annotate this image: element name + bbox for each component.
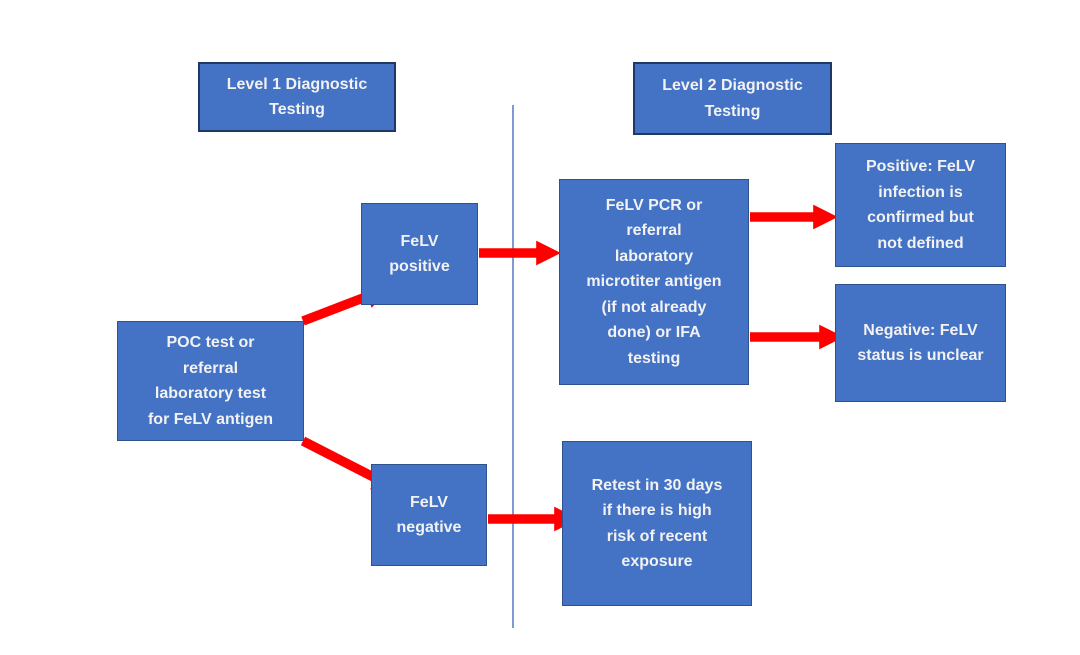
- level-divider-line: [512, 105, 514, 628]
- node-positive-outcome: Positive: FeLV infection is confirmed bu…: [835, 143, 1006, 267]
- node-negative-outcome: Negative: FeLV status is unclear: [835, 284, 1006, 402]
- node-felv-positive: FeLV positive: [361, 203, 478, 305]
- node-level2-confirmatory-test: FeLV PCR or referral laboratory microtit…: [559, 179, 749, 385]
- node-retest-30-days: Retest in 30 days if there is high risk …: [562, 441, 752, 606]
- title-level1-diagnostic-testing: Level 1 Diagnostic Testing: [198, 62, 396, 132]
- title-level2-diagnostic-testing: Level 2 Diagnostic Testing: [633, 62, 832, 135]
- node-poc-test: POC test or referral laboratory test for…: [117, 321, 304, 441]
- node-felv-negative: FeLV negative: [371, 464, 487, 566]
